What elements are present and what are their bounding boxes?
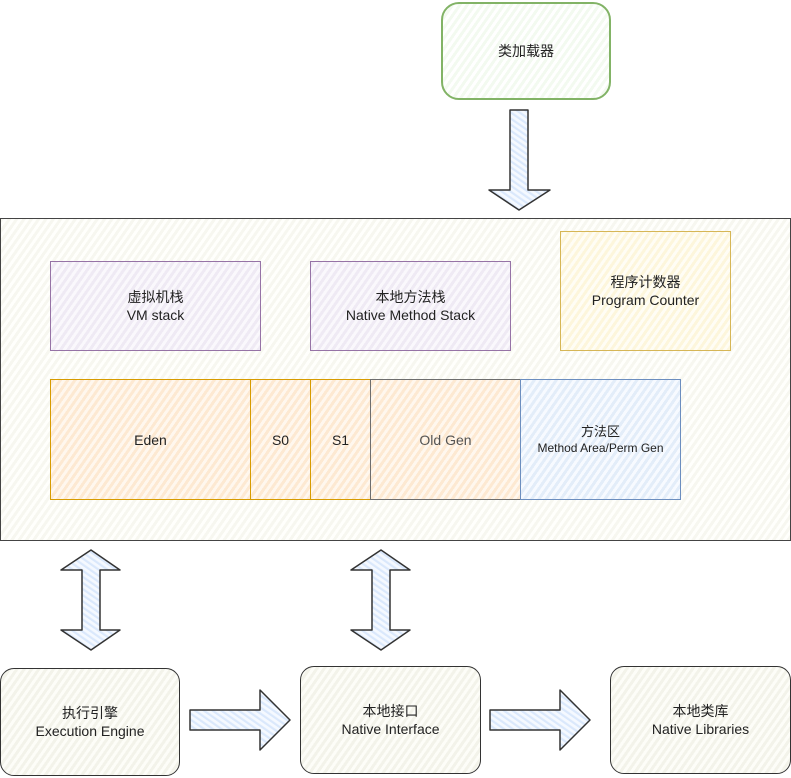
heap-s0: S0: [250, 379, 311, 500]
class-loader-box: 类加载器: [441, 2, 611, 100]
method-area-zh: 方法区: [580, 423, 620, 439]
execution-engine-zh: 执行引擎: [62, 705, 118, 721]
vm-stack-box: 虚拟机栈 VM stack: [50, 261, 261, 351]
s0-label: S0: [271, 431, 290, 448]
native-method-stack-box: 本地方法栈 Native Method Stack: [310, 261, 511, 351]
execution-engine-en: Execution Engine: [35, 723, 145, 739]
execution-engine-box: 执行引擎 Execution Engine: [0, 668, 180, 776]
right-arrow-icon: [189, 689, 291, 751]
s1-label: S1: [331, 431, 350, 448]
method-area-box: 方法区 Method Area/Perm Gen: [520, 379, 681, 500]
native-libraries-en: Native Libraries: [651, 721, 750, 737]
native-libraries-zh: 本地类库: [672, 703, 729, 719]
program-counter-box: 程序计数器 Program Counter: [560, 231, 731, 351]
native-interface-zh: 本地接口: [362, 703, 419, 719]
method-area-en: Method Area/Perm Gen: [537, 440, 664, 455]
native-method-stack-en: Native Method Stack: [345, 307, 476, 323]
down-arrow-icon: [488, 109, 551, 211]
heap-old-gen: Old Gen: [370, 379, 521, 500]
eden-label: Eden: [134, 431, 167, 448]
vm-stack-en: VM stack: [126, 307, 185, 323]
bidirectional-arrow-icon: [60, 549, 121, 651]
class-loader-label: 类加载器: [498, 43, 554, 59]
native-libraries-box: 本地类库 Native Libraries: [610, 666, 791, 774]
vm-stack-zh: 虚拟机栈: [127, 289, 184, 305]
heap-s1: S1: [310, 379, 371, 500]
program-counter-en: Program Counter: [591, 292, 700, 308]
program-counter-zh: 程序计数器: [610, 274, 681, 290]
native-interface-box: 本地接口 Native Interface: [300, 666, 481, 774]
heap-eden: Eden: [50, 379, 251, 500]
native-method-stack-zh: 本地方法栈: [375, 289, 446, 305]
right-arrow-icon: [489, 689, 591, 751]
native-interface-en: Native Interface: [341, 721, 440, 737]
bidirectional-arrow-icon: [350, 549, 411, 651]
old-gen-label: Old Gen: [419, 431, 472, 448]
